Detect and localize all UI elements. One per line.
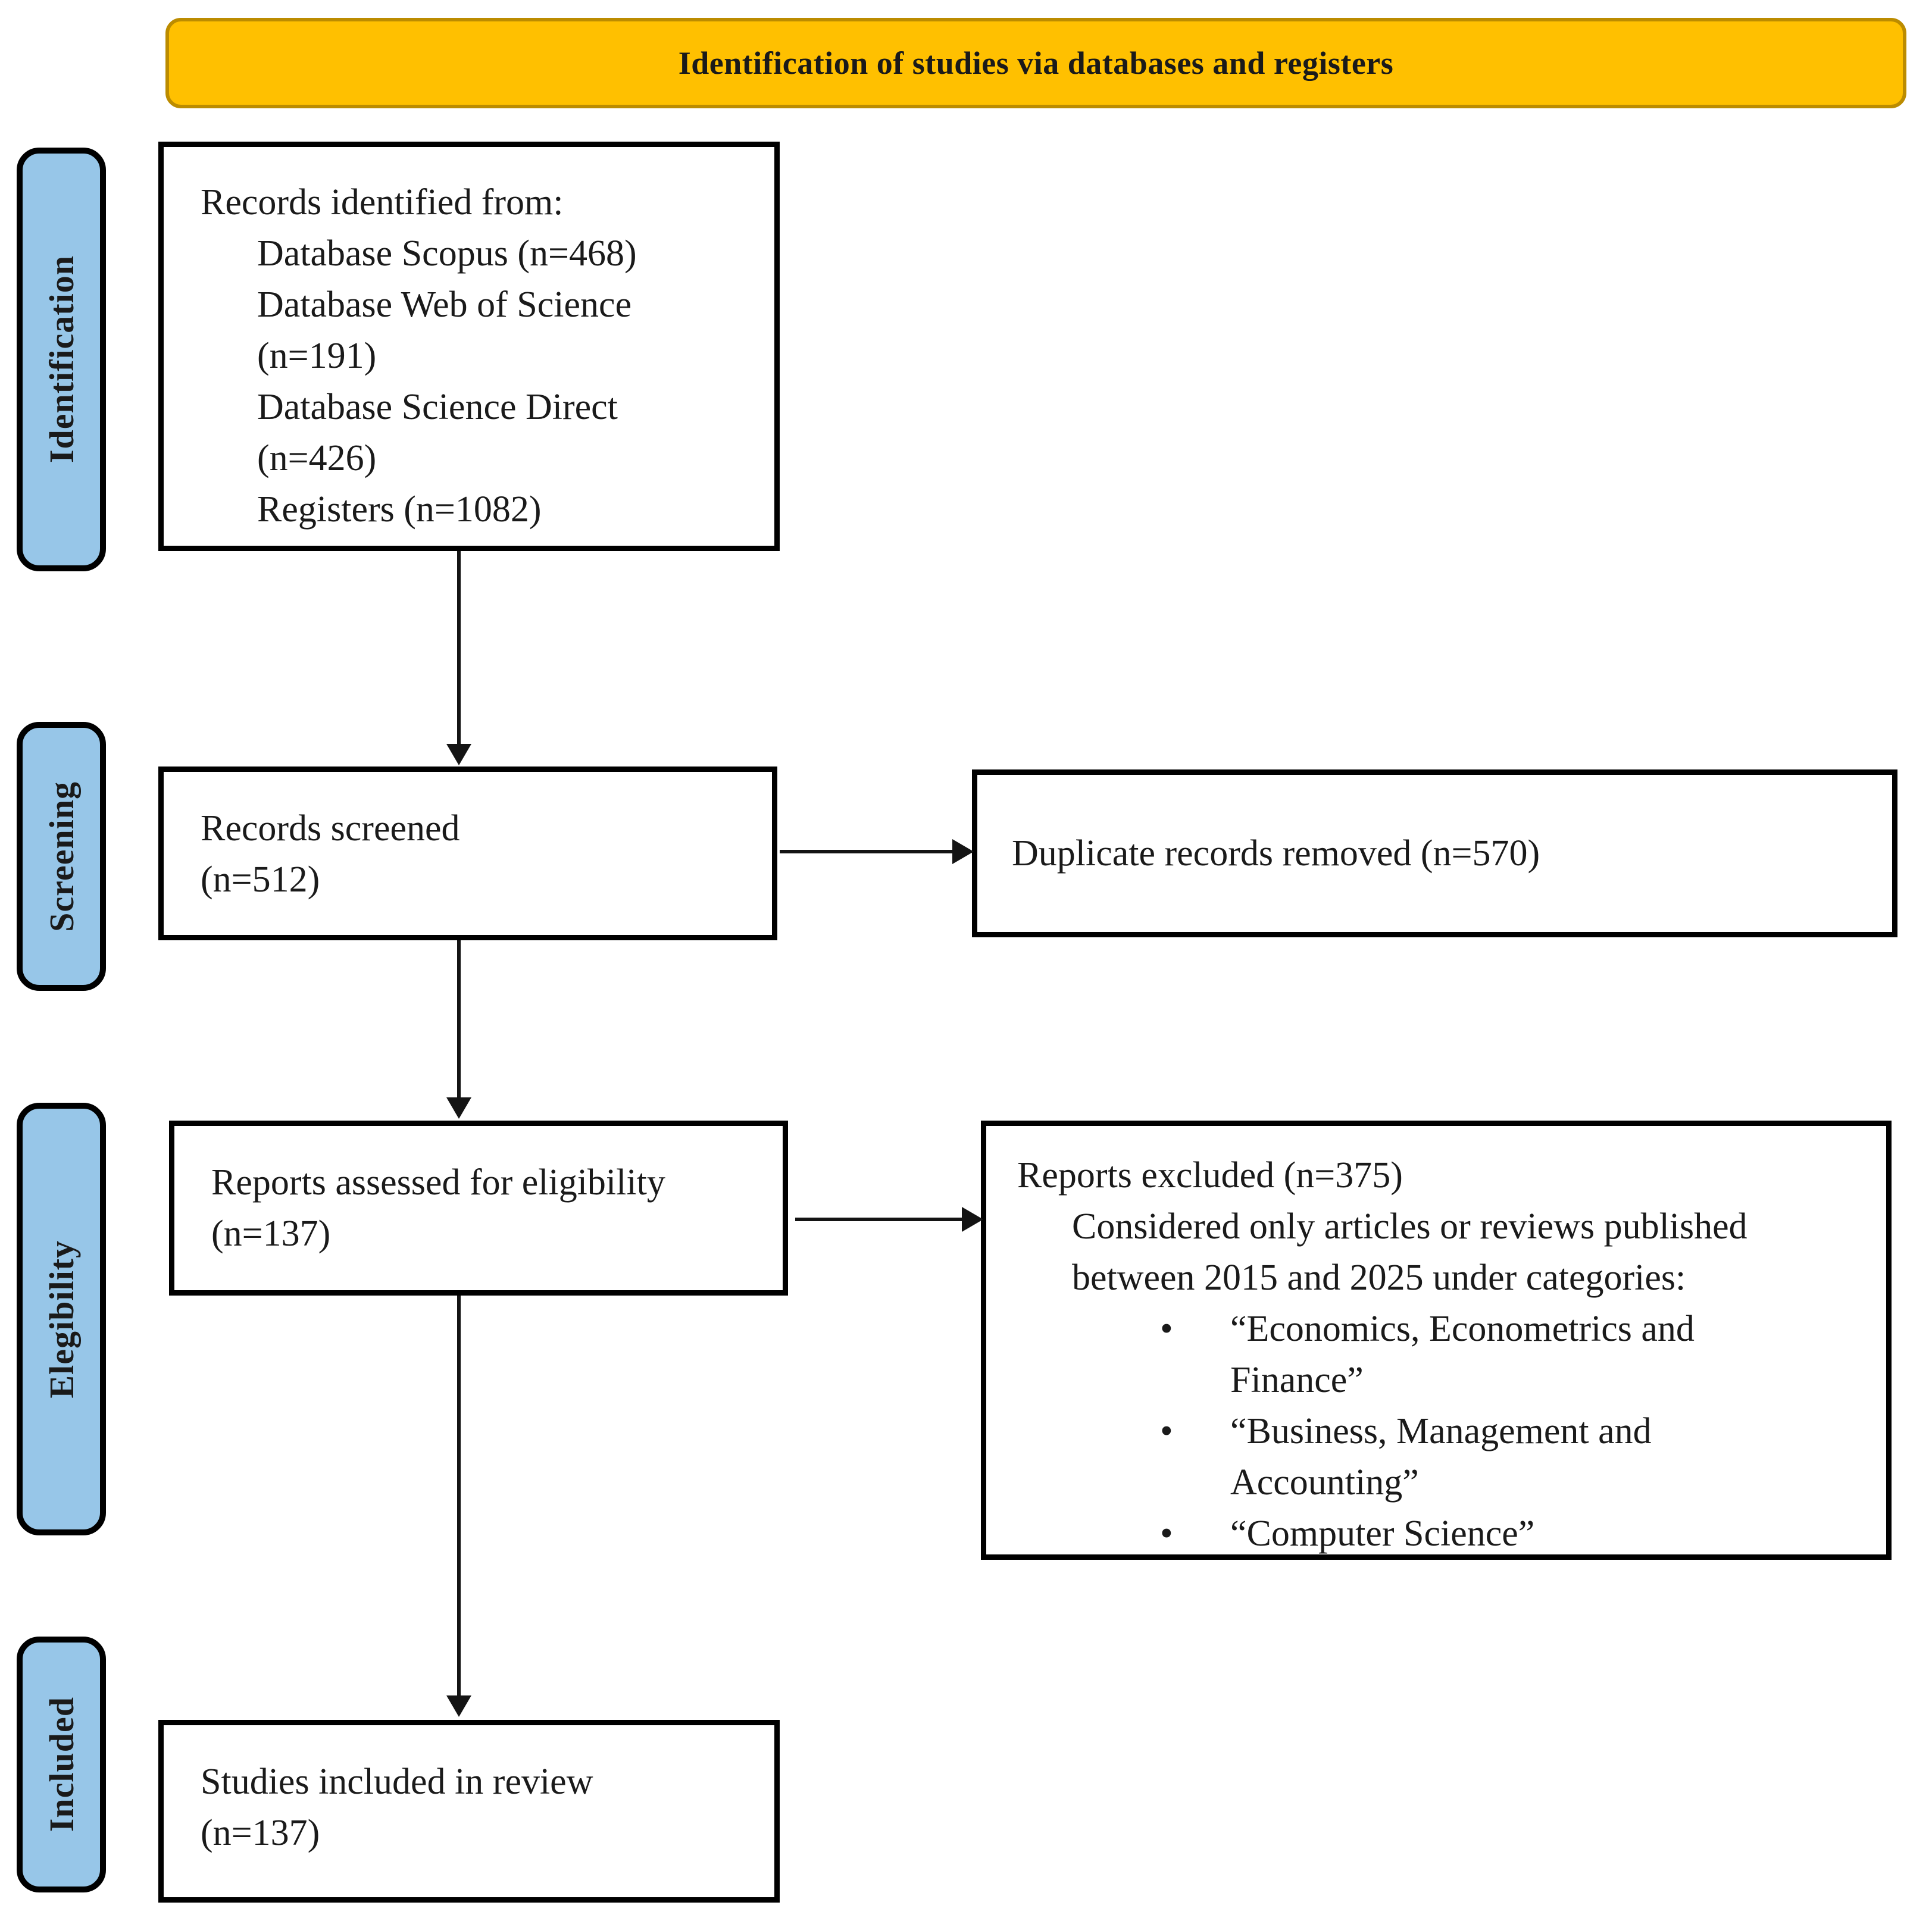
box-text-line: Considered only articles or reviews publ…: [1072, 1206, 1747, 1247]
records-identified-box: Records identified from: Database Scopus…: [158, 142, 780, 551]
list-item: • “Computer Science”: [1160, 1508, 1862, 1559]
list-item: • “Economics, Econometrics and Finance”: [1160, 1303, 1862, 1406]
arrow-assessed-to-excluded: [795, 1218, 964, 1221]
bullet-text: “Economics, Econometrics and Finance”: [1230, 1303, 1695, 1406]
box-text-line: Records screened: [201, 808, 460, 849]
box-text-line: Registers (n=1082): [257, 489, 542, 530]
reports-excluded-box: Reports excluded (n=375) Considered only…: [981, 1121, 1892, 1560]
box-text-line: (n=191): [257, 336, 377, 376]
stage-label-text: Elegibility: [42, 1240, 81, 1399]
stage-label-included: Included: [17, 1637, 106, 1892]
stage-label-text: Identification: [42, 255, 81, 464]
arrow-assessed-to-included: [457, 1296, 461, 1698]
box-text-line: Database Scopus (n=468): [257, 233, 637, 274]
box-text-line: Finance”: [1230, 1360, 1364, 1400]
box-text-line: Accounting”: [1230, 1462, 1419, 1503]
list-item: • “Business, Management and Accounting”: [1160, 1406, 1862, 1508]
box-text-line: (n=512): [201, 859, 320, 900]
stage-label-identification: Identification: [17, 148, 106, 571]
box-text-line: Database Science Direct: [257, 387, 618, 427]
box-text-line: Reports excluded (n=375): [1017, 1155, 1403, 1196]
studies-included-box: Studies included in review (n=137): [158, 1720, 780, 1903]
arrow-down-icon: [446, 1097, 471, 1119]
box-text-line: Records identified from:: [201, 182, 564, 223]
duplicates-removed-box: Duplicate records removed (n=570): [972, 769, 1897, 937]
box-text-line: Database Web of Science: [257, 284, 632, 325]
reports-assessed-box: Reports assessed for eligibility (n=137): [169, 1121, 788, 1296]
arrow-right-icon: [962, 1207, 983, 1232]
box-text-line: between 2015 and 2025 under categories:: [1072, 1257, 1686, 1298]
box-text-line: “Computer Science”: [1230, 1513, 1535, 1554]
arrow-right-icon: [952, 839, 974, 864]
arrow-screened-to-duplicates: [780, 850, 955, 853]
bullet-icon: •: [1160, 1513, 1173, 1554]
arrow-down-icon: [446, 1695, 471, 1717]
box-text-line: Studies included in review: [201, 1762, 593, 1802]
stage-label-screening: Screening: [17, 722, 106, 991]
box-text-line: “Business, Management and: [1230, 1411, 1652, 1451]
arrow-screened-to-assessed: [457, 940, 461, 1100]
box-text-line: Duplicate records removed (n=570): [1012, 833, 1540, 874]
bullet-icon: •: [1160, 1309, 1173, 1349]
stage-label-text: Included: [42, 1697, 81, 1832]
box-text-line: (n=137): [201, 1813, 320, 1853]
excluded-categories-list: • “Economics, Econometrics and Finance” …: [1017, 1303, 1862, 1559]
stage-label-text: Screening: [42, 781, 81, 932]
box-text-line: Reports assessed for eligibility: [211, 1162, 665, 1203]
bullet-text: “Computer Science”: [1230, 1508, 1534, 1559]
bullet-text: “Business, Management and Accounting”: [1230, 1406, 1652, 1508]
arrow-down-icon: [446, 744, 471, 765]
box-text-line: (n=137): [211, 1213, 331, 1254]
bullet-icon: •: [1160, 1411, 1173, 1451]
box-text-line: “Economics, Econometrics and: [1230, 1309, 1695, 1349]
box-text-line: (n=426): [257, 438, 377, 478]
records-screened-box: Records screened (n=512): [158, 767, 777, 940]
stage-label-elegibility: Elegibility: [17, 1103, 106, 1535]
banner-title: Identification of studies via databases …: [165, 18, 1906, 108]
arrow-identified-to-screened: [457, 551, 461, 746]
